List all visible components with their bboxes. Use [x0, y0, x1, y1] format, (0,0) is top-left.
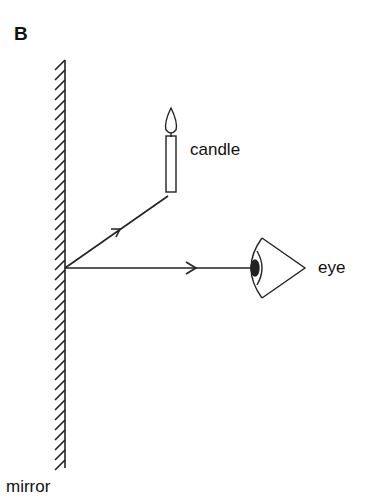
part-label: eye [318, 259, 345, 276]
part-label: candle [190, 141, 240, 158]
candle [166, 108, 177, 192]
panel-letter: B [14, 24, 28, 43]
eye [251, 238, 305, 298]
light-ray [65, 196, 252, 274]
part-label: mirror [6, 478, 50, 495]
mirror [55, 60, 65, 470]
